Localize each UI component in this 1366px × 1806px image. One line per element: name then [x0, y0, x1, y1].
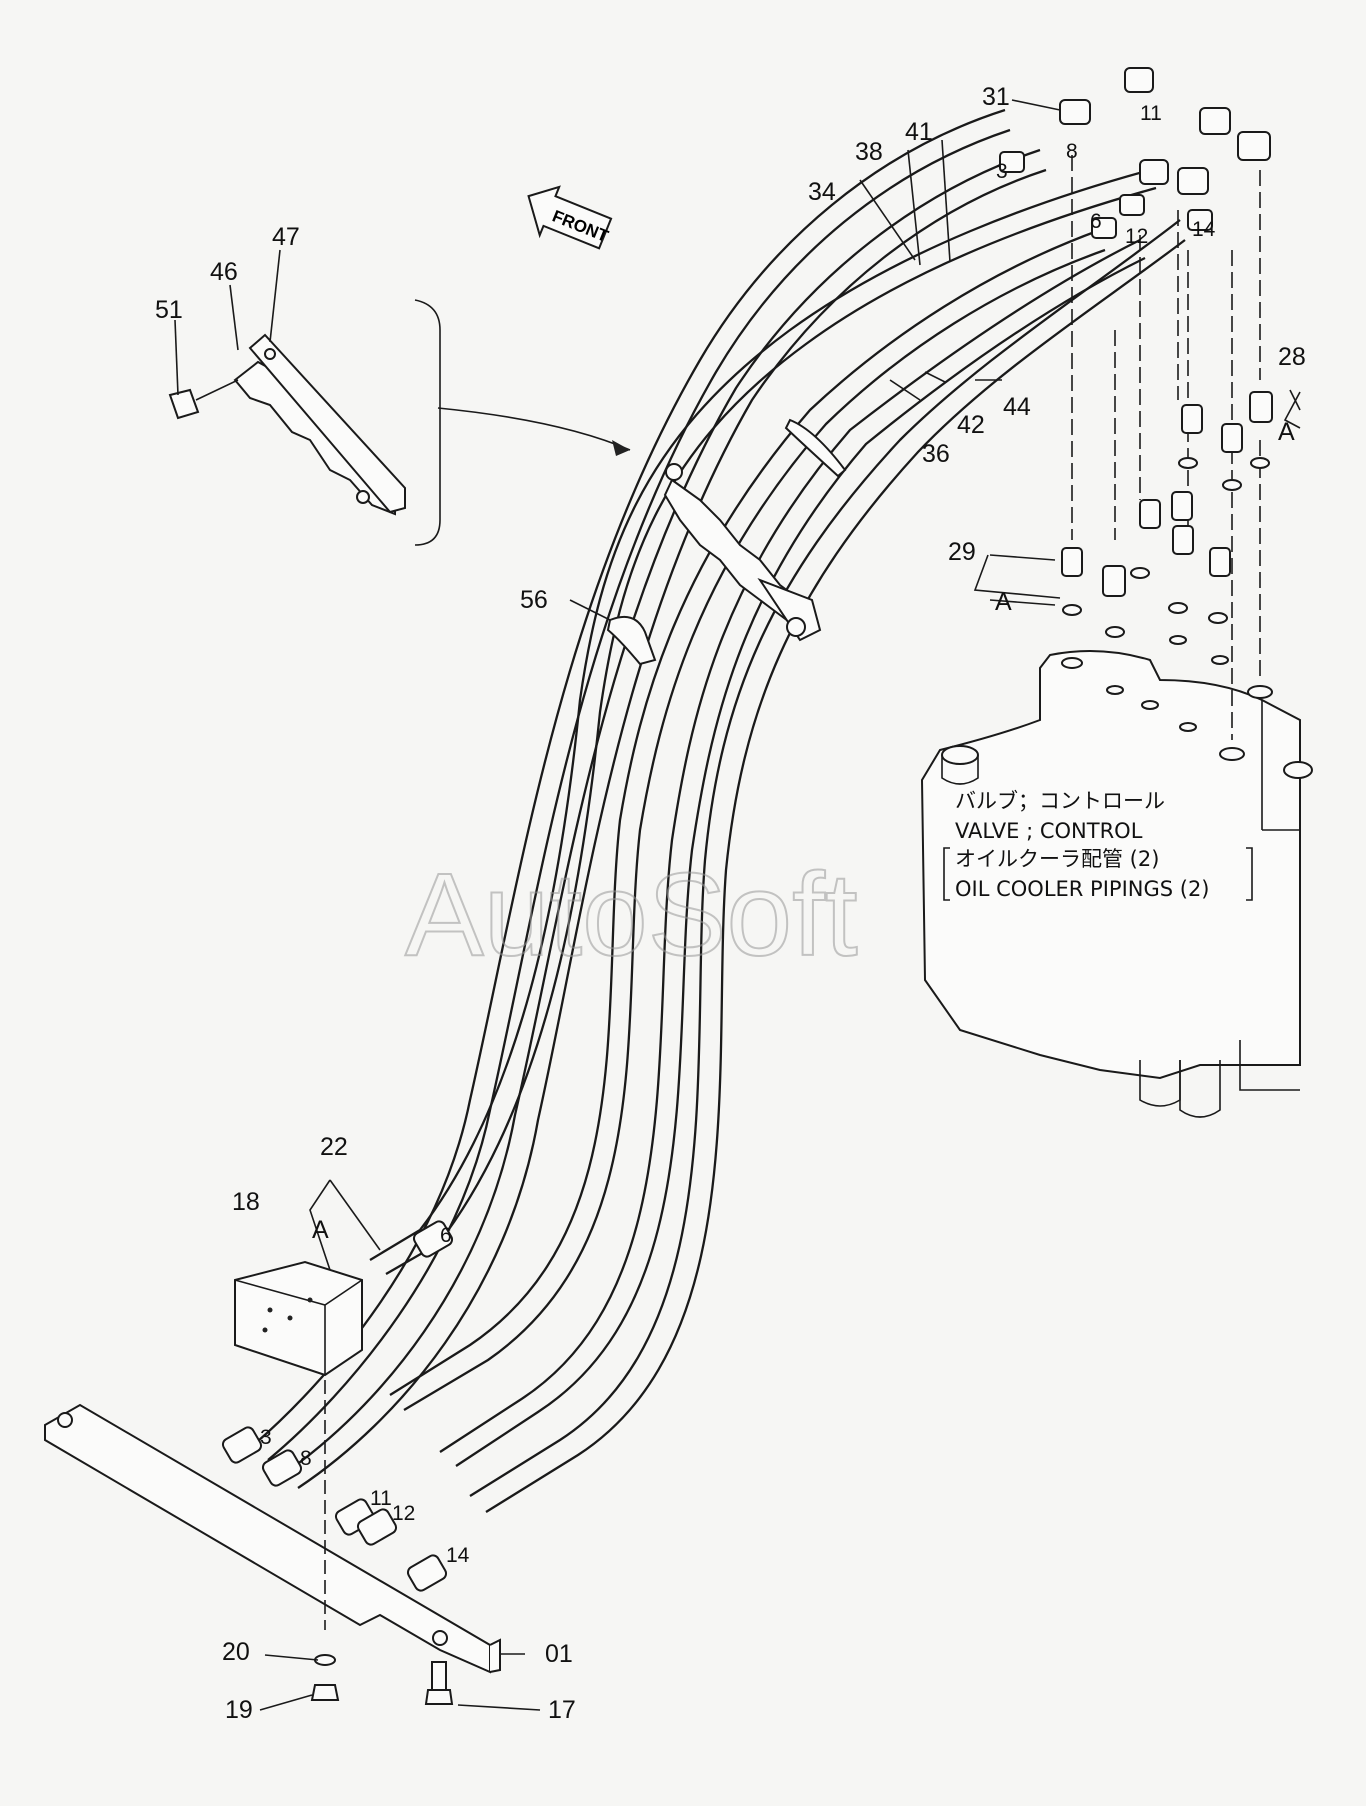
- watermark: AutoSoft: [405, 849, 858, 981]
- callout-41: 41: [905, 118, 933, 146]
- clamp-detail: [168, 299, 631, 546]
- hose-tag-12-lower: 12: [392, 1502, 415, 1525]
- callout-56: 56: [520, 586, 548, 614]
- group-marker-a-28: A: [1278, 418, 1295, 446]
- fasteners: [310, 1380, 454, 1705]
- callout-36: 36: [922, 440, 950, 468]
- callout-leaders: [174, 99, 1301, 1711]
- callout-47: 47: [272, 223, 300, 251]
- group-marker-a-22: A: [312, 1216, 329, 1244]
- callout-38: 38: [855, 138, 883, 166]
- hose-tag-14-upper: 14: [1192, 218, 1216, 241]
- group-marker-a-29: A: [995, 588, 1012, 616]
- hose-bundle: [249, 108, 1186, 1513]
- hose-clamp: [606, 418, 847, 666]
- callout-42: 42: [957, 411, 985, 439]
- callout-51: 51: [155, 296, 183, 324]
- callout-labels: 31 38 41 34 47 46 51 28 44 42 36 29 56 2…: [155, 83, 1306, 1724]
- hose-tag-11-lower: 11: [370, 1487, 392, 1510]
- callout-28: 28: [1278, 343, 1306, 371]
- callout-22: 22: [320, 1133, 348, 1161]
- callout-18: 18: [232, 1188, 260, 1216]
- upper-elbow-fittings: [999, 67, 1271, 239]
- callout-46: 46: [210, 258, 238, 286]
- hose-tag-6-lower: 6: [440, 1224, 452, 1247]
- hose-tags: 3 8 11 6 12 14 6 3 8 11 12 14: [260, 102, 1216, 1567]
- bracket: [44, 1403, 501, 1674]
- junction-block: [234, 1260, 363, 1377]
- port-guide-lines: [1071, 155, 1261, 740]
- callout-19: 19: [225, 1696, 253, 1724]
- hose-tag-8-lower: 8: [300, 1447, 312, 1470]
- hose-tag-14-lower: 14: [446, 1544, 470, 1567]
- callout-17: 17: [548, 1696, 576, 1724]
- hose-end-fittings: [221, 1220, 454, 1592]
- callout-31: 31: [982, 83, 1010, 111]
- hose-tag-12-upper: 12: [1125, 225, 1148, 248]
- caption-jp-1: バルブ；コントロール: [955, 789, 1165, 813]
- hose-tag-3-lower: 3: [260, 1426, 272, 1449]
- callout-01: 01: [545, 1640, 573, 1668]
- callout-44: 44: [1003, 393, 1031, 421]
- callout-29: 29: [948, 538, 976, 566]
- hose-tag-11-upper: 11: [1140, 102, 1162, 125]
- caption-jp-2: オイルクーラ配管 (2): [955, 847, 1159, 871]
- adapter-fittings: [1061, 391, 1273, 638]
- front-arrow: FRONT: [527, 185, 613, 250]
- control-valve: [920, 635, 1313, 1118]
- hose-tag-3-upper: 3: [996, 160, 1008, 183]
- callout-34: 34: [808, 178, 836, 206]
- caption-en-1: VALVE ; CONTROL: [955, 819, 1143, 843]
- caption: バルブ；コントロール VALVE ; CONTROL オイルクーラ配管 (2) …: [943, 789, 1253, 901]
- hose-tag-6-upper: 6: [1090, 210, 1102, 233]
- hose-tag-8-upper: 8: [1066, 140, 1078, 163]
- caption-en-2: OIL COOLER PIPINGS (2): [955, 877, 1210, 901]
- callout-20: 20: [222, 1638, 250, 1666]
